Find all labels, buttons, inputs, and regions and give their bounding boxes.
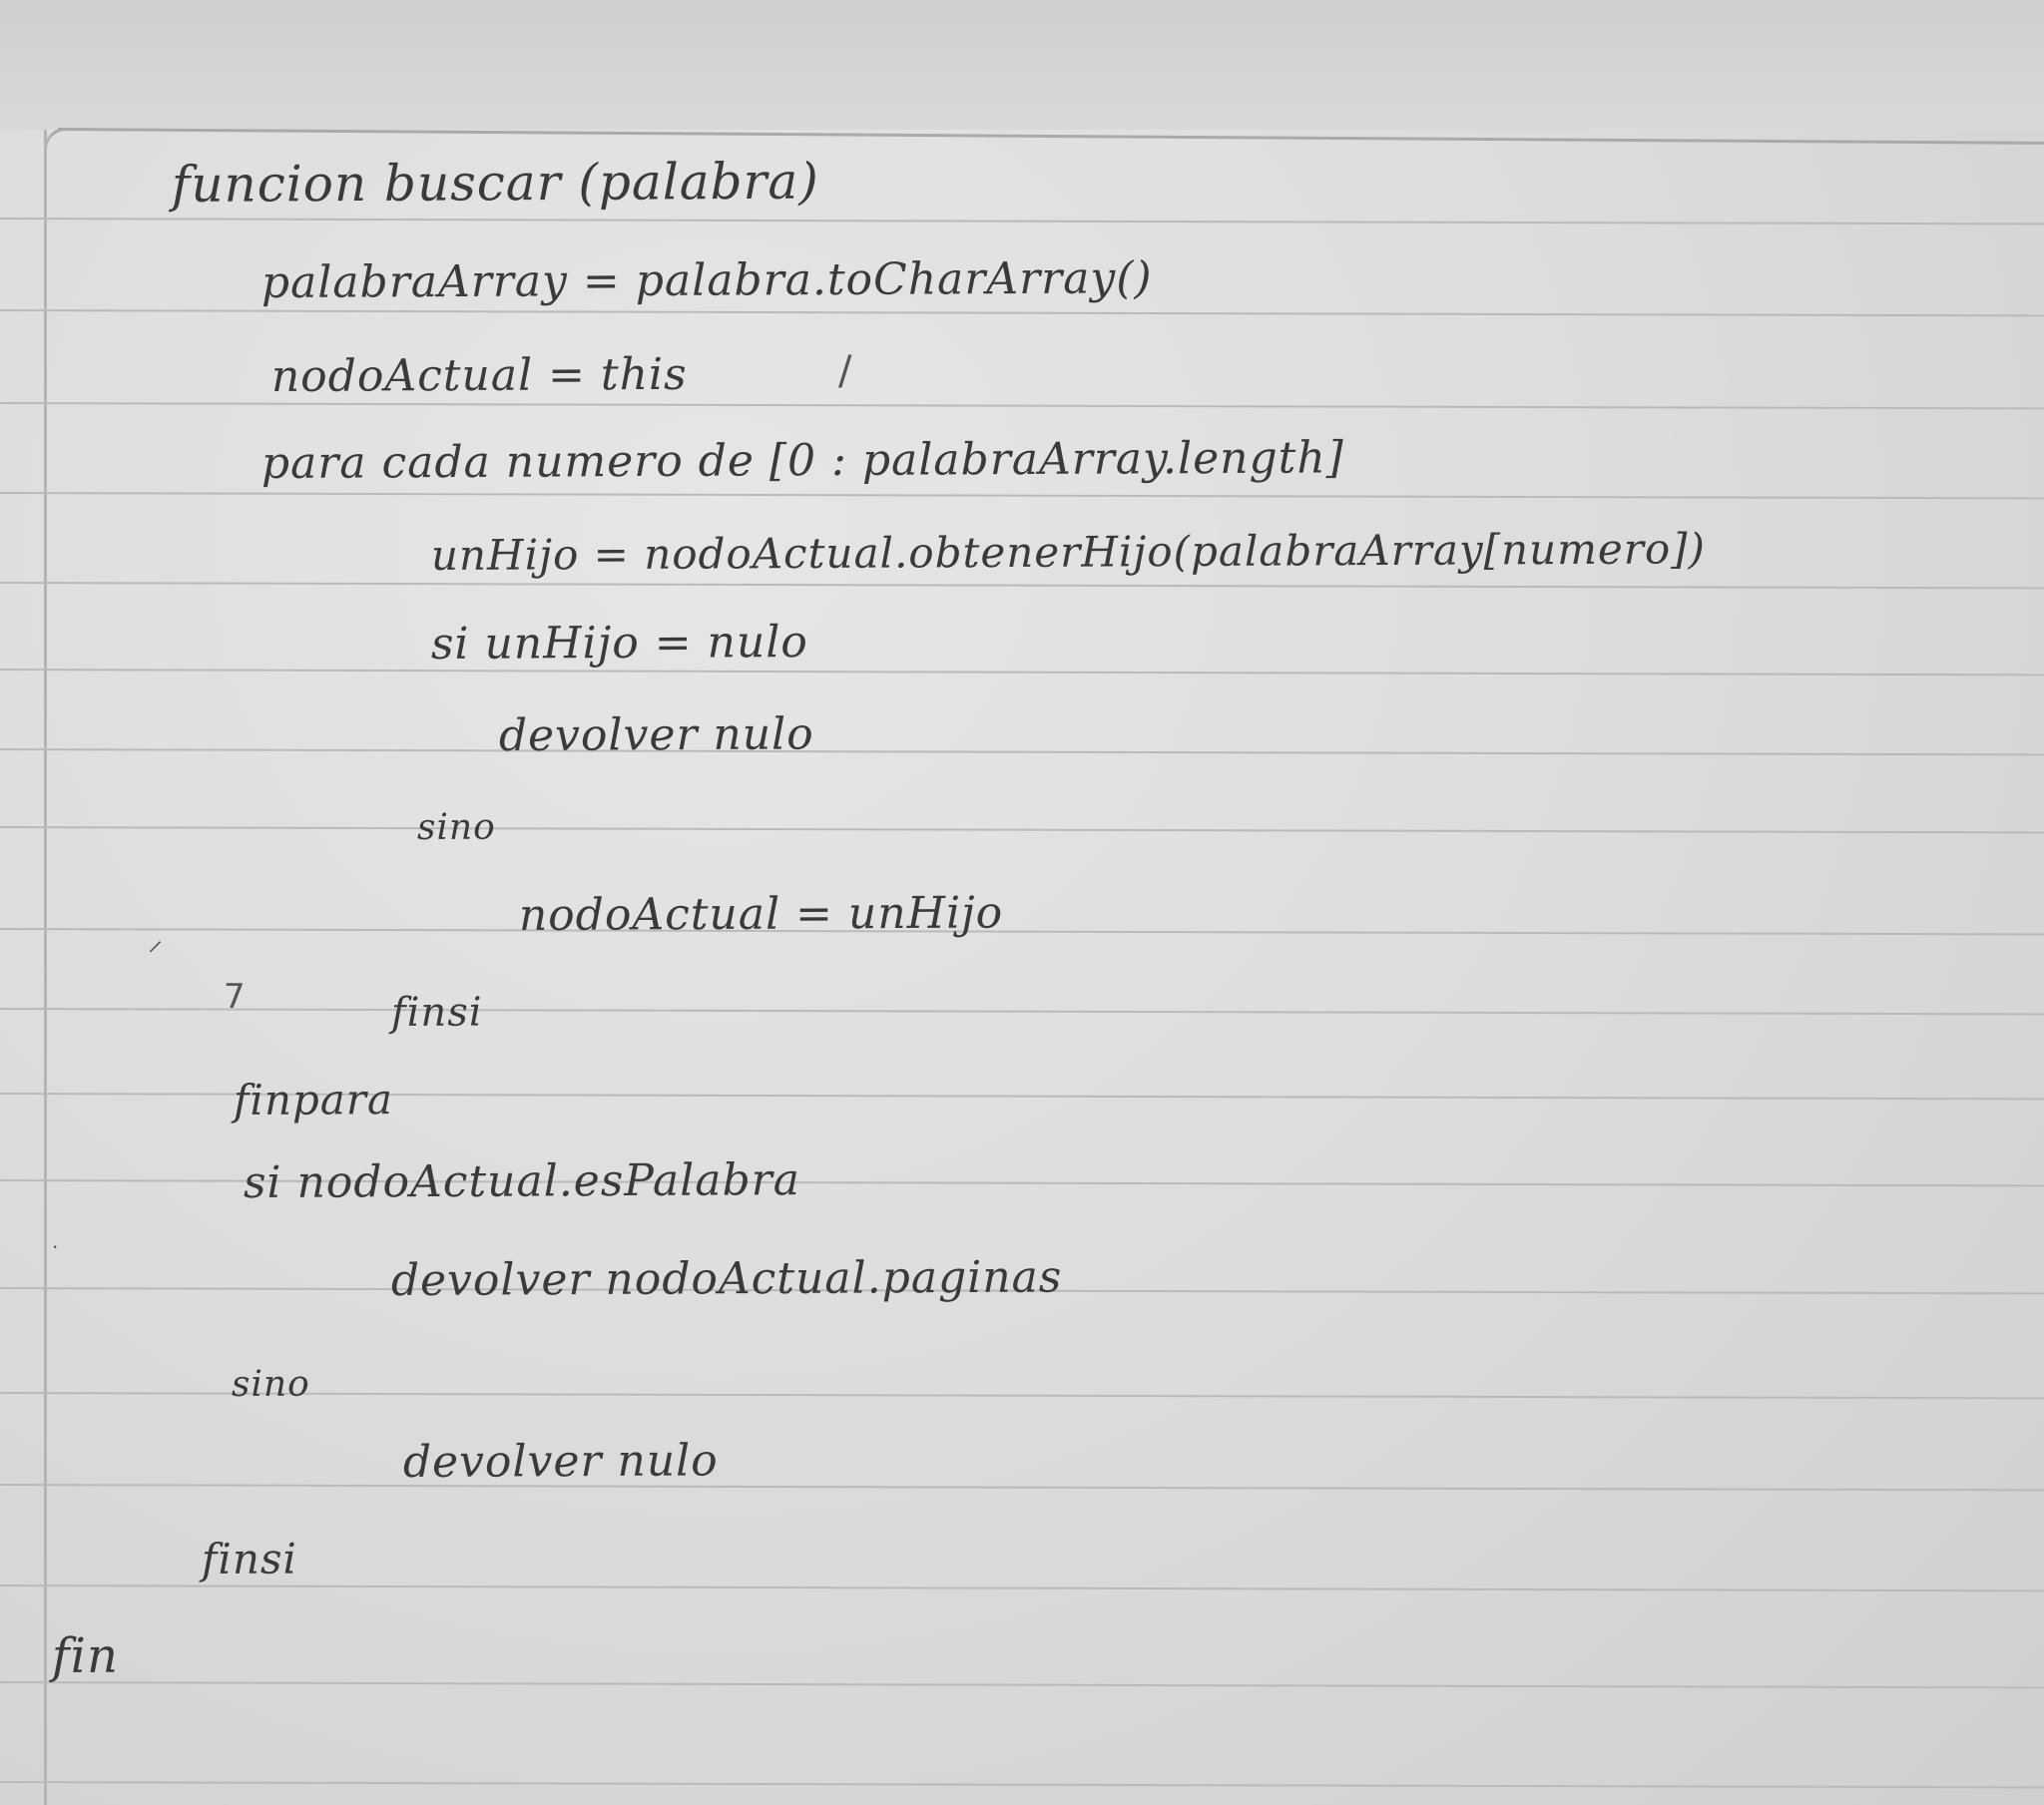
stray-mark: ⸝ (148, 923, 163, 958)
code-line-11: finpara (233, 1075, 394, 1125)
page-frame-corner (44, 128, 87, 171)
ruled-line (0, 1008, 2044, 1016)
page-top-shade (0, 0, 2044, 130)
code-line-16: finsi (201, 1534, 298, 1583)
ruled-line (0, 1584, 2044, 1592)
code-line-6: si unHijo = nulo (430, 617, 808, 670)
code-line-15: devolver nulo (402, 1435, 719, 1488)
stray-dot: · (52, 1235, 59, 1259)
code-line-12: si nodoActual.esPalabra (243, 1154, 801, 1208)
code-line-3: nodoActual = this (270, 348, 688, 402)
code-line-10: finsi (390, 989, 483, 1036)
code-line-4: para cada numero de [0 : palabraArray.le… (260, 432, 1345, 489)
code-line-9: nodoActual = unHijo (518, 887, 1004, 941)
ruled-line (0, 669, 2044, 677)
ruled-line (0, 1681, 2044, 1689)
page-frame-left (44, 130, 47, 1805)
stray-mark: 7 (224, 977, 246, 1017)
ruled-line (0, 582, 2044, 590)
ruled-line (0, 1484, 2044, 1492)
code-line-17: fin (51, 1627, 120, 1684)
code-line-8: sino (416, 806, 496, 848)
ruled-line (0, 1781, 2044, 1789)
ruled-line (0, 309, 2044, 317)
ruled-line (0, 928, 2044, 936)
ruled-line (0, 492, 2044, 500)
ruled-line (0, 218, 2044, 226)
slash-mark: / (838, 348, 852, 394)
code-line-1: funcion buscar (palabra) (171, 152, 819, 214)
page-frame-top (57, 128, 2044, 145)
ruled-line (0, 402, 2044, 410)
code-line-13: devolver nodoActual.paginas (390, 1251, 1063, 1306)
ruled-line (0, 748, 2044, 756)
code-line-14: sino (231, 1363, 310, 1405)
code-line-7: devolver nulo (498, 708, 814, 761)
code-line-2: palabraArray = palabra.toCharArray() (260, 252, 1153, 308)
code-line-5: unHijo = nodoActual.obtenerHijo(palabraA… (430, 524, 1707, 580)
ruled-line (0, 826, 2044, 834)
